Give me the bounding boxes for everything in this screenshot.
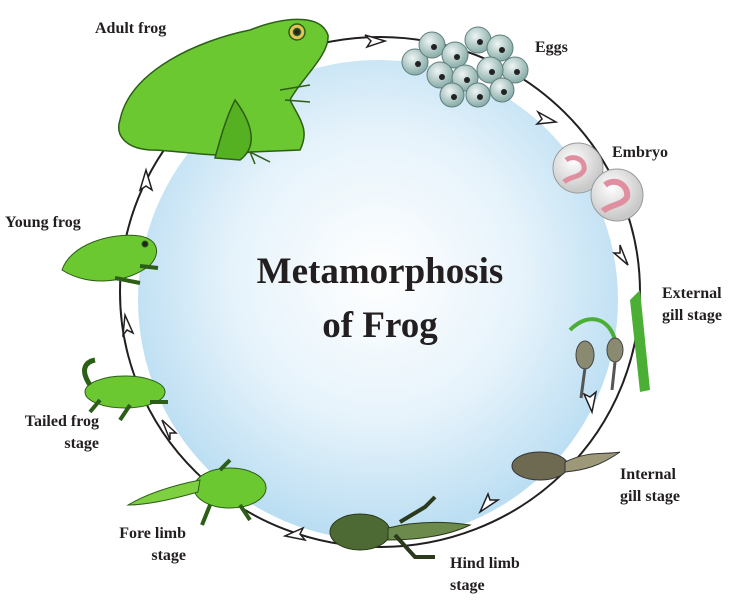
eggs-image [401,26,529,108]
arrow-icon [582,390,598,415]
label-fore-limb: Fore limb stage [100,523,186,567]
label-line: External [662,285,722,302]
label-line: stage [64,435,99,452]
label-line: Tailed frog [24,413,99,430]
label-eggs: Eggs [535,39,568,56]
arrow-icon [282,526,307,542]
label-line: Internal [620,466,676,483]
label-internal-gill: Internal gill stage [620,464,680,508]
arrow-icon [478,491,501,515]
arrow-icon [138,167,154,192]
label-adult-frog: Adult frog [95,20,167,37]
label-hind-limb: Hind limb stage [450,553,520,597]
arrow-icon [611,244,629,266]
cycle-arrows [122,34,629,542]
label-line: stage [450,577,485,594]
embryo-image [552,142,644,222]
label-line: gill stage [662,307,722,324]
adult-frog-image [118,18,329,165]
fore-limb-frog-image [126,458,267,526]
tailed-frog-image [82,357,168,422]
young-frog-image [61,234,159,285]
label-line: Hind limb [450,555,520,572]
center-fill [138,60,618,540]
internal-gill-tadpole-image [511,451,621,481]
label-external-gill: External gill stage [662,283,722,327]
label-young-frog: Young frog [5,214,81,231]
label-line: stage [151,547,186,564]
arrow-icon [161,419,178,441]
title-line-2: of Frog [322,305,438,346]
label-line: gill stage [620,488,680,505]
arrow-icon [122,312,135,338]
hind-limb-tadpole-image [329,495,472,559]
label-line: Fore limb [119,525,186,542]
label-embryo: Embryo [612,144,668,161]
arrow-icon [364,34,388,49]
label-tailed-frog: Tailed frog stage [5,411,99,455]
arrow-icon [534,110,559,125]
title-line-1: Metamorphosis [256,251,504,292]
external-gill-tadpole-image [568,290,650,399]
